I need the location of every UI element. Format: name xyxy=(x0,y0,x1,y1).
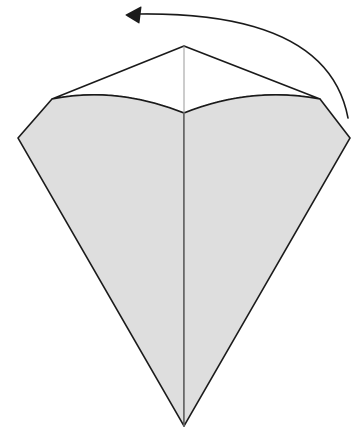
left-flap xyxy=(18,95,184,426)
right-flap xyxy=(184,95,350,426)
arrowhead-icon xyxy=(126,7,141,23)
